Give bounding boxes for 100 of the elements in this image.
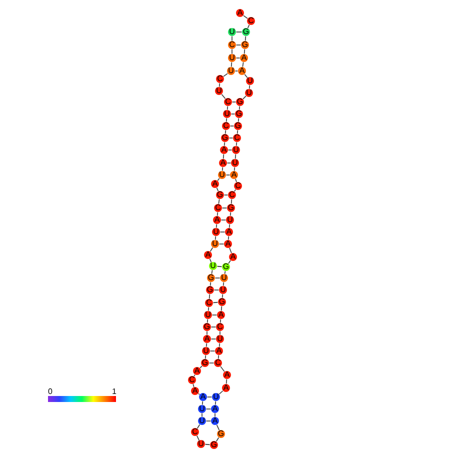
backbone-line bbox=[216, 212, 218, 216]
backbone-line bbox=[223, 73, 228, 77]
backbone-line bbox=[248, 84, 250, 90]
backbone-line bbox=[242, 96, 246, 100]
nucleotide-circle: C bbox=[222, 122, 230, 130]
base-pair-line bbox=[210, 326, 216, 328]
nucleotide-circle: A bbox=[222, 370, 232, 380]
backbone-line bbox=[238, 106, 240, 110]
nucleotide-circle: A bbox=[192, 366, 202, 376]
nucleotide-circle: C bbox=[214, 358, 222, 368]
backbone-line bbox=[220, 366, 225, 372]
backbone-line bbox=[234, 189, 236, 192]
nucleotide-circle: A bbox=[216, 310, 226, 320]
backbone-line bbox=[244, 36, 246, 42]
backbone-line bbox=[230, 62, 232, 68]
nucleotide-circle: C bbox=[188, 376, 196, 384]
nucleotide-circle: U bbox=[244, 88, 254, 98]
backbone-line bbox=[226, 378, 228, 384]
backbone-line bbox=[196, 424, 200, 429]
nucleotide-circle: C bbox=[190, 428, 200, 436]
nucleotide-circle: A bbox=[202, 334, 212, 344]
backbone-line bbox=[229, 248, 232, 254]
nucleotide-circle: G bbox=[218, 298, 226, 306]
nucleotide-circle: U bbox=[230, 158, 240, 168]
nucleotide-circle: G bbox=[226, 204, 236, 212]
nucleotide-circle: U bbox=[198, 416, 206, 426]
backbone-line bbox=[224, 270, 226, 274]
nucleotide-circle: A bbox=[224, 228, 234, 236]
nucleotide-circle: U bbox=[212, 392, 220, 402]
nucleotide-circle: C bbox=[216, 74, 224, 84]
base-pair-line bbox=[210, 338, 216, 340]
backbone-line bbox=[214, 412, 216, 418]
nucleotide-circle: G bbox=[200, 358, 210, 368]
nucleotide-circle: A bbox=[224, 240, 232, 248]
base-pair-line bbox=[216, 266, 222, 268]
nucleotide-circle: A bbox=[222, 384, 230, 392]
scale-label: 0 bbox=[48, 387, 52, 396]
nucleotide-circle: G bbox=[220, 134, 230, 142]
nucleotide-circle: G bbox=[236, 98, 244, 106]
nucleotide-circle: U bbox=[222, 110, 232, 118]
nucleotide-circle: U bbox=[196, 440, 206, 448]
backbone-line bbox=[222, 282, 224, 286]
nucleotide-circle: C bbox=[246, 16, 256, 26]
backbone-line bbox=[218, 390, 224, 395]
nucleotide-circle: A bbox=[240, 54, 248, 62]
base-pair-line bbox=[206, 408, 212, 410]
backbone-line bbox=[208, 306, 210, 312]
nucleotide-circle: G bbox=[210, 440, 218, 450]
nucleotide-circle: U bbox=[198, 404, 206, 414]
nucleotide-circle: A bbox=[238, 66, 246, 76]
nucleotide-circle: C bbox=[224, 98, 232, 106]
nucleotide-circle: G bbox=[216, 190, 224, 200]
backbone-line bbox=[230, 212, 232, 216]
backbone-line bbox=[200, 366, 202, 368]
backbone-line bbox=[206, 330, 208, 336]
base-pair-line bbox=[212, 314, 218, 316]
backbone-line bbox=[244, 74, 248, 78]
backbone-line bbox=[210, 247, 214, 252]
base-pair-line bbox=[210, 350, 216, 352]
backbone-line bbox=[222, 294, 224, 298]
backbone-line bbox=[206, 342, 208, 348]
nucleotide-circle: A bbox=[190, 386, 200, 396]
nucleotide-circle: G bbox=[202, 322, 212, 332]
backbone-line bbox=[216, 424, 220, 430]
nucleotide-circle: A bbox=[210, 404, 220, 414]
backbone-line bbox=[224, 130, 226, 134]
scale-label: 1 bbox=[112, 387, 116, 396]
backbone-line bbox=[220, 318, 222, 324]
backbone-line bbox=[218, 342, 220, 348]
base-pair-line bbox=[226, 162, 232, 164]
backbone-line bbox=[235, 178, 237, 182]
nucleotide-circle: A bbox=[212, 216, 222, 224]
backbone-line bbox=[220, 306, 222, 312]
backbone-line bbox=[216, 188, 219, 192]
backbone-line bbox=[230, 198, 232, 204]
backbone-line bbox=[238, 118, 240, 122]
nucleotide-circle: C bbox=[228, 190, 236, 200]
backbone-line bbox=[243, 15, 248, 19]
nucleotide-circle: G bbox=[206, 274, 216, 282]
nucleotide-circle: G bbox=[242, 28, 250, 36]
backbone-line bbox=[244, 48, 246, 54]
nucleotide-circle: C bbox=[232, 134, 242, 142]
nucleotide-circle: G bbox=[234, 122, 242, 130]
nucleotide-circle: A bbox=[210, 180, 220, 188]
backbone-line bbox=[206, 318, 208, 324]
backbone-line bbox=[226, 106, 228, 110]
nucleotide-circle: A bbox=[218, 158, 228, 168]
nucleotide-circle: U bbox=[202, 346, 210, 356]
backbone-line bbox=[228, 260, 231, 264]
nucleotide-circle: G bbox=[222, 262, 230, 272]
nucleotide-circle: U bbox=[204, 310, 212, 320]
nucleotide-circle: A bbox=[236, 8, 244, 18]
nucleotide-circle: U bbox=[216, 334, 224, 344]
nucleotide-circle: A bbox=[228, 252, 238, 262]
backbone-line bbox=[222, 166, 224, 172]
backbone-line bbox=[192, 384, 194, 388]
nucleotide-circle: U bbox=[232, 146, 240, 154]
base-pair-line bbox=[224, 194, 228, 196]
nucleotide-circle: A bbox=[230, 170, 238, 180]
backbone-line bbox=[208, 294, 210, 300]
